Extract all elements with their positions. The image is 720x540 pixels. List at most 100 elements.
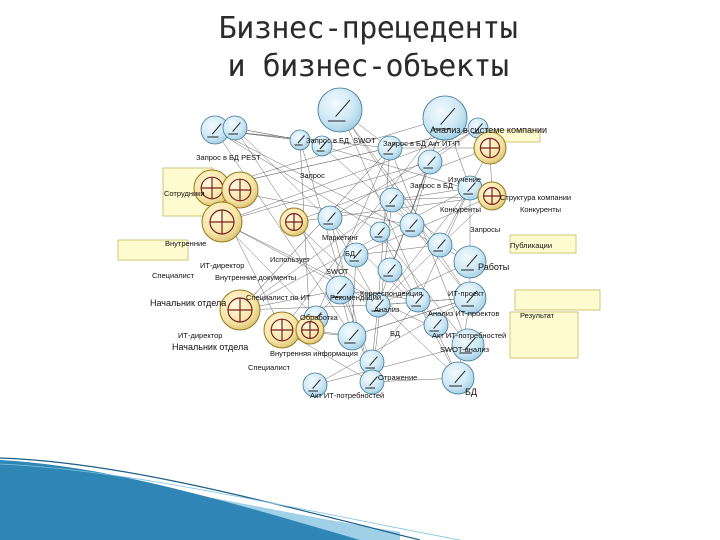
diagram-label: Внутренние документы (215, 273, 296, 282)
business-worker-icon (279, 207, 309, 237)
business-entity-icon (311, 135, 333, 157)
business-entity-icon (451, 328, 485, 362)
diagram-label: Запросы (470, 225, 500, 234)
business-entity-icon (359, 349, 385, 375)
diagram-label: Использует (270, 255, 310, 264)
diagram-label: Начальник отдела (150, 298, 226, 308)
footer-decoration (0, 457, 461, 540)
connector-line (391, 199, 471, 263)
diagram-label: Публикации (510, 241, 552, 250)
note-boxes (117, 129, 601, 359)
footer-stripe (0, 457, 421, 540)
diagram-label: SWOT (326, 267, 349, 276)
diagram-labels: Запрос в БД PEST Запрос в БД, SWOT Запрос … (150, 125, 571, 400)
note-box (117, 239, 189, 261)
diagram-label: Внутренняя информация (270, 349, 358, 358)
connector-line (239, 147, 391, 311)
business-worker-icon (473, 131, 507, 165)
business-worker-icon (219, 289, 261, 331)
diagram-label: Запрос в БД (410, 181, 453, 190)
diagram-label: БД (390, 329, 400, 338)
footer-stripe (0, 463, 461, 540)
note-box (509, 311, 579, 359)
diagram-label: ИТ-проект (448, 289, 484, 298)
connector-line (329, 127, 479, 219)
connector-line (281, 117, 446, 331)
business-entity-icon (453, 245, 487, 279)
business-worker-icon (263, 311, 301, 349)
business-entity-icon (222, 115, 248, 141)
diagram-label: Обработка (300, 313, 339, 322)
business-entity-icon (359, 369, 385, 395)
diagram-label: Специалист (152, 271, 195, 280)
diagram-label: Анализ ИТ-проектов (428, 309, 499, 318)
diagram-label: Маркетинг (322, 233, 359, 242)
connector-line (314, 297, 471, 386)
business-worker-icon (201, 201, 243, 243)
diagram-label: Анализ (374, 305, 400, 314)
business-entity-icon (337, 321, 367, 351)
connector-line (211, 127, 479, 189)
diagram-label: Изучение (448, 175, 481, 184)
diagram-label: Запрос в БД PEST (196, 153, 261, 162)
business-entity-icon (377, 135, 403, 161)
connector-line (377, 261, 471, 306)
diagram-label: Запрос (300, 171, 325, 180)
business-entity-icon (289, 129, 311, 151)
diagram-label: Начальник отдела (172, 342, 248, 352)
business-entity-icon (417, 149, 443, 175)
business-entity-icon (369, 221, 391, 243)
connector-line (234, 127, 341, 291)
diagram-label: Сотрудники (164, 189, 205, 198)
connector-line (379, 231, 469, 346)
connector-line (355, 244, 441, 256)
business-entity-icon (441, 361, 475, 395)
business-entity-icon (317, 205, 343, 231)
diagram-label: Внутренние (165, 239, 206, 248)
diagram-label: Запрос в БД, SWOT (306, 136, 376, 145)
connector-line (389, 117, 446, 271)
business-entity-icon (302, 372, 328, 398)
connector-line (221, 221, 317, 319)
connector-line (339, 109, 441, 246)
connector-line (239, 199, 393, 311)
connector-line (214, 129, 353, 337)
diagram-label: Отражение (378, 373, 417, 382)
diagram-label: Специалист по ИТ (246, 293, 311, 302)
connector-line (221, 127, 479, 223)
title-line-1: Бизнес-прецеденты (218, 11, 518, 46)
connector-line (351, 297, 471, 337)
connector-line (371, 299, 419, 363)
business-worker-icon (221, 171, 259, 209)
business-entity-icon (405, 287, 431, 313)
diagram-label: БД (465, 387, 477, 397)
diagram-label: Рекомендации (330, 293, 381, 302)
diagram-label: ИТ-директор (178, 331, 222, 340)
connector-line (321, 145, 413, 226)
connector-line (221, 161, 431, 223)
diagram-label: Запрос в БД Акт ИТ-П (383, 139, 460, 148)
diagram-label: SWOT-анализ (440, 345, 490, 354)
diagram-label: Структура компании (500, 193, 571, 202)
diagram-label: Результат (520, 311, 555, 320)
connector-line (314, 344, 469, 386)
diagram-label: Конкуренты (520, 205, 561, 214)
connector-line (214, 129, 381, 233)
diagram-label: Корреспонденция (360, 289, 422, 298)
note-box (514, 289, 601, 311)
diagram-label: Акт ИТ-потребностей (432, 331, 506, 340)
business-workers (193, 131, 507, 349)
note-box (509, 234, 577, 254)
business-worker-icon (295, 315, 325, 345)
business-entity-icon (422, 95, 468, 141)
footer-band-dark (0, 460, 360, 540)
business-entity-icon (317, 87, 363, 133)
business-entity-icon (453, 281, 487, 315)
business-entity-icon (423, 312, 449, 338)
business-entity-icon (343, 242, 369, 268)
connector-line (239, 304, 379, 311)
business-entity-icon (467, 117, 489, 139)
connector-line (309, 147, 391, 331)
